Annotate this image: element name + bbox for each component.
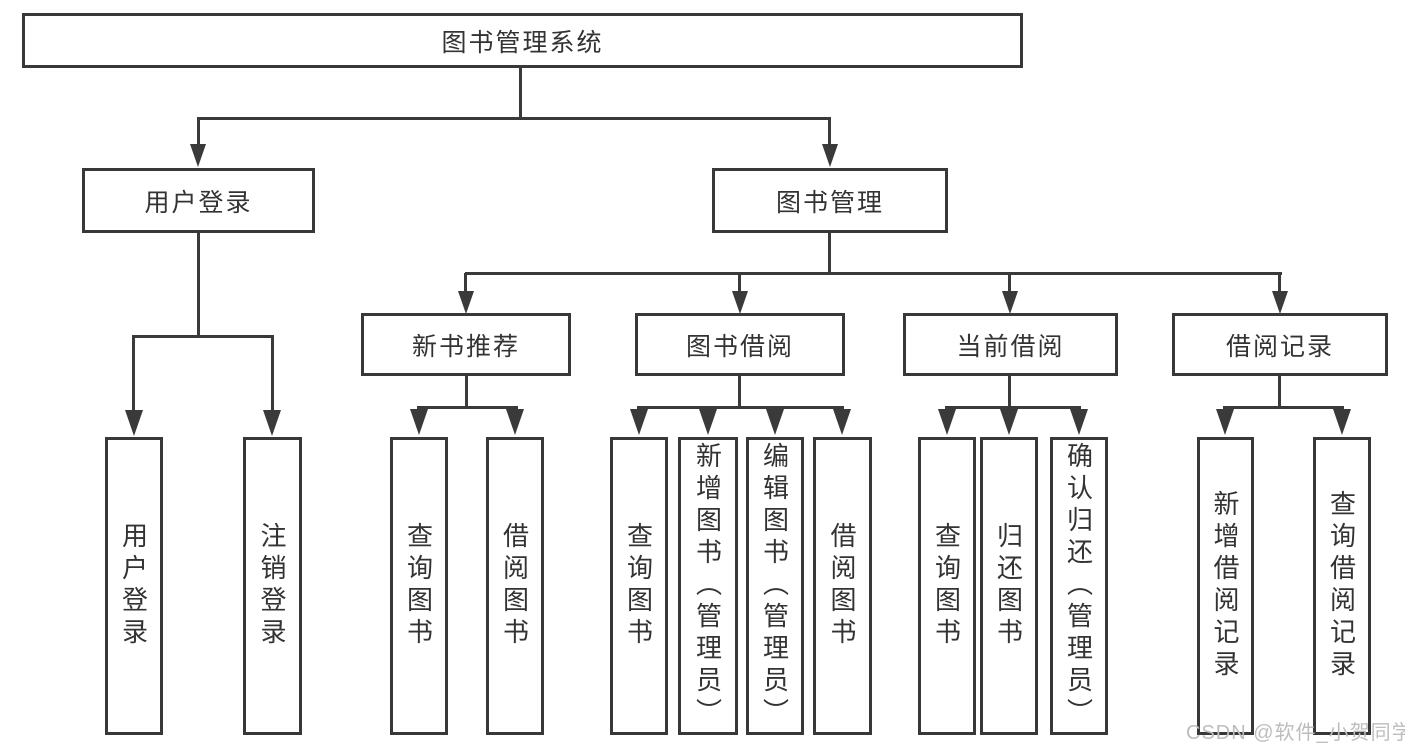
connector-line: [738, 273, 741, 293]
arrow-down-icon: [1002, 291, 1018, 314]
arrow-down-icon: [1216, 409, 1234, 435]
connector-line: [945, 406, 1081, 409]
node-user-login: 用户登录: [82, 168, 315, 233]
leaf-logout-label: 注销登录: [257, 522, 287, 650]
leaf-borrow-books-2-label: 借阅图书: [827, 522, 857, 650]
leaf-confirm-return-admin: 确认归还（管理员）: [1050, 437, 1108, 735]
arrow-down-icon: [1070, 409, 1088, 435]
arrow-down-icon: [1333, 409, 1351, 435]
leaf-user-login-label: 用户登录: [118, 522, 149, 650]
connector-line: [465, 376, 468, 408]
arrow-down-icon: [630, 409, 648, 435]
connector-line: [1278, 376, 1281, 408]
leaf-query-books-3-label: 查询图书: [931, 522, 962, 650]
connector-line: [637, 406, 844, 409]
connector-line: [464, 273, 467, 293]
connector-line: [1008, 376, 1011, 408]
arrow-down-icon: [458, 291, 474, 314]
leaf-borrow-books-1: 借阅图书: [486, 437, 544, 735]
leaf-borrow-books-1-label: 借阅图书: [499, 522, 530, 650]
node-book-borrowing-label: 图书借阅: [685, 332, 794, 361]
connector-line: [1278, 273, 1281, 293]
node-new-book-recommend-label: 新书推荐: [411, 332, 520, 361]
leaf-return-books-label: 归还图书: [993, 522, 1024, 650]
leaf-query-books-2-label: 查询图书: [623, 522, 654, 650]
leaf-return-books: 归还图书: [980, 437, 1038, 735]
connector-line: [197, 118, 200, 146]
leaf-query-books-3: 查询图书: [918, 437, 976, 735]
node-root: 图书管理系统: [22, 13, 1023, 68]
csdn-watermark: CSDN @软件_小贺同学: [1186, 722, 1405, 744]
node-borrowing-records: 借阅记录: [1172, 313, 1388, 376]
leaf-edit-books-admin-label: 编辑图书（管理员）: [759, 442, 790, 730]
connector-line: [1223, 406, 1344, 409]
connector-line: [738, 376, 741, 408]
leaf-add-borrow-record: 新增借阅记录: [1197, 437, 1254, 735]
node-book-management: 图书管理: [712, 168, 948, 233]
arrow-down-icon: [1000, 409, 1018, 435]
connector-line: [828, 233, 831, 273]
leaf-edit-books-admin: 编辑图书（管理员）: [746, 437, 804, 735]
connector-line: [132, 336, 135, 412]
connector-line: [197, 233, 200, 336]
leaf-confirm-return-admin-label: 确认归还（管理员）: [1063, 442, 1094, 730]
arrow-down-icon: [822, 144, 838, 167]
node-current-borrowing-label: 当前借阅: [956, 332, 1065, 361]
leaf-user-login: 用户登录: [105, 437, 163, 735]
node-new-book-recommend: 新书推荐: [361, 313, 571, 376]
leaf-add-books-admin-label: 新增图书（管理员）: [692, 442, 723, 730]
node-user-login-label: 用户登录: [144, 188, 253, 217]
node-root-label: 图书管理系统: [441, 28, 604, 57]
arrow-down-icon: [732, 291, 748, 314]
connector-line: [1008, 273, 1011, 293]
connector-line: [271, 336, 274, 412]
node-book-borrowing: 图书借阅: [635, 313, 845, 376]
node-book-management-label: 图书管理: [775, 188, 884, 217]
leaf-query-books-1: 查询图书: [390, 437, 448, 735]
leaf-query-books-2: 查询图书: [610, 437, 668, 735]
arrow-down-icon: [410, 409, 428, 435]
leaf-logout: 注销登录: [243, 437, 302, 735]
connector-line: [828, 118, 831, 146]
leaf-borrow-books-2: 借阅图书: [813, 437, 872, 735]
connector-line: [519, 68, 522, 118]
arrow-down-icon: [1272, 291, 1288, 314]
arrow-down-icon: [766, 409, 784, 435]
connector-line: [465, 272, 1282, 275]
connector-line: [197, 117, 831, 120]
arrow-down-icon: [833, 409, 851, 435]
connector-line: [417, 406, 518, 409]
arrow-down-icon: [125, 410, 143, 436]
leaf-query-borrow-record: 查询借阅记录: [1313, 437, 1371, 735]
arrow-down-icon: [263, 410, 281, 436]
node-borrowing-records-label: 借阅记录: [1225, 332, 1334, 361]
leaf-query-books-1-label: 查询图书: [403, 522, 434, 650]
arrow-down-icon: [938, 409, 956, 435]
arrow-down-icon: [190, 144, 206, 167]
node-current-borrowing: 当前借阅: [903, 313, 1118, 376]
arrow-down-icon: [506, 409, 524, 435]
arrow-down-icon: [699, 409, 717, 435]
leaf-query-borrow-record-label: 查询借阅记录: [1326, 490, 1357, 682]
connector-line: [132, 335, 274, 338]
leaf-add-borrow-record-label: 新增借阅记录: [1210, 490, 1240, 682]
leaf-add-books-admin: 新增图书（管理员）: [678, 437, 738, 735]
